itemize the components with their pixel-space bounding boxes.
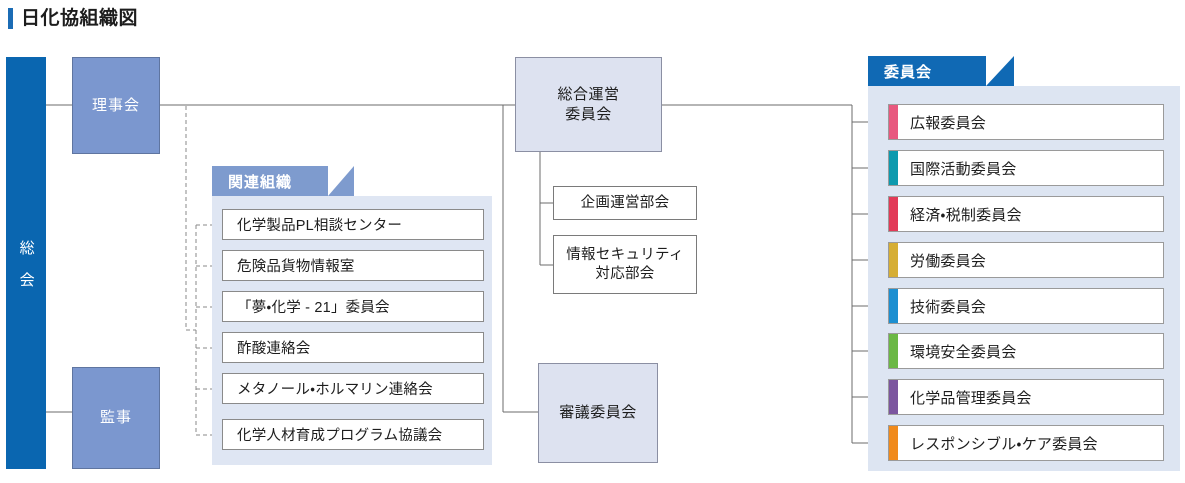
related-item-yume-kagaku-21[interactable]: 「夢・化学 - 21」委員会 <box>222 291 484 322</box>
node-board-of-directors[interactable]: 理事会 <box>72 57 160 154</box>
related-organizations-badge: 関連組織 <box>212 166 354 196</box>
committee-accent-bar <box>889 334 898 368</box>
committee-item-technology[interactable]: 技術委員会 <box>888 288 1164 324</box>
node-general-assembly[interactable]: 総 会 <box>6 57 46 469</box>
node-auditor-label: 監事 <box>99 409 132 427</box>
committee-item-label: 技術委員会 <box>910 298 987 316</box>
related-item-hr-development[interactable]: 化学人材育成プログラム協議会 <box>222 419 484 450</box>
related-organizations-badge-label: 関連組織 <box>228 173 293 191</box>
committee-item-label: 国際活動委員会 <box>910 160 1017 178</box>
related-item-label: メタノール・ホルマリン連絡会 <box>237 382 433 398</box>
title-accent-bar <box>8 7 13 29</box>
node-general-assembly-label: 総 会 <box>17 240 35 288</box>
related-organizations-panel: 関連組織 化学製品PL相談センター 危険品貨物情報室 「夢・化学 - 21」委員… <box>212 166 492 465</box>
node-infosec-subcommittee-label-1: 情報セキュリティ <box>566 246 684 263</box>
committee-item-label: 化学品管理委員会 <box>910 389 1032 407</box>
committee-panel: 委員会 広報委員会 国際活動委員会 経済・税制委員会 労働委員会 技術委員会 環… <box>868 56 1180 471</box>
node-deliberation-committee-label: 審議委員会 <box>559 404 637 422</box>
related-item-label: 「夢・化学 - 21」委員会 <box>237 300 390 316</box>
page-title-text: 日化協組織図 <box>21 7 139 29</box>
related-item-pl-center[interactable]: 化学製品PL相談センター <box>222 209 484 240</box>
committee-panel-badge-label: 委員会 <box>884 63 933 81</box>
committee-item-label: レスポンシブル・ケア委員会 <box>910 435 1098 453</box>
committee-item-environment-safety[interactable]: 環境安全委員会 <box>888 333 1164 369</box>
committee-item-label: 環境安全委員会 <box>910 343 1017 361</box>
node-infosec-subcommittee-label-2: 対応部会 <box>595 265 655 282</box>
node-general-management-committee-label-1: 総合運営 <box>557 86 620 104</box>
node-board-of-directors-label: 理事会 <box>91 96 140 114</box>
related-item-label: 化学製品PL相談センター <box>237 218 403 234</box>
committee-item-labor[interactable]: 労働委員会 <box>888 242 1164 278</box>
committee-accent-bar <box>889 243 898 277</box>
node-auditor[interactable]: 監事 <box>72 367 160 469</box>
committee-item-label: 広報委員会 <box>910 114 987 132</box>
node-infosec-subcommittee[interactable]: 情報セキュリティ 対応部会 <box>553 235 697 294</box>
related-item-label: 危険品貨物情報室 <box>237 259 355 275</box>
committee-item-label: 経済・税制委員会 <box>910 206 1022 224</box>
committee-item-public-relations[interactable]: 広報委員会 <box>888 104 1164 140</box>
node-deliberation-committee[interactable]: 審議委員会 <box>538 363 658 463</box>
related-item-label: 酢酸連絡会 <box>237 341 311 357</box>
node-general-management-committee-label-2: 委員会 <box>565 105 612 123</box>
node-general-management-committee[interactable]: 総合運営 委員会 <box>515 57 662 152</box>
related-item-label: 化学人材育成プログラム協議会 <box>237 428 443 444</box>
committee-item-responsible-care[interactable]: レスポンシブル・ケア委員会 <box>888 425 1164 461</box>
committee-accent-bar <box>889 380 898 414</box>
committee-panel-badge: 委員会 <box>868 56 1014 86</box>
page-title: 日化協組織図 <box>8 5 138 31</box>
committee-item-label: 労働委員会 <box>910 252 987 270</box>
related-item-dangerous-goods[interactable]: 危険品貨物情報室 <box>222 250 484 281</box>
committee-item-chemical-management[interactable]: 化学品管理委員会 <box>888 379 1164 415</box>
related-item-methanol-formalin[interactable]: メタノール・ホルマリン連絡会 <box>222 373 484 404</box>
related-item-acetic-acid[interactable]: 酢酸連絡会 <box>222 332 484 363</box>
committee-accent-bar <box>889 289 898 323</box>
committee-item-economy-tax[interactable]: 経済・税制委員会 <box>888 196 1164 232</box>
committee-item-international-activities[interactable]: 国際活動委員会 <box>888 150 1164 186</box>
committee-accent-bar <box>889 426 898 460</box>
node-planning-subcommittee[interactable]: 企画運営部会 <box>553 186 697 220</box>
committee-accent-bar <box>889 105 898 139</box>
node-planning-subcommittee-label: 企画運営部会 <box>580 194 670 211</box>
committee-accent-bar <box>889 197 898 231</box>
committee-accent-bar <box>889 151 898 185</box>
